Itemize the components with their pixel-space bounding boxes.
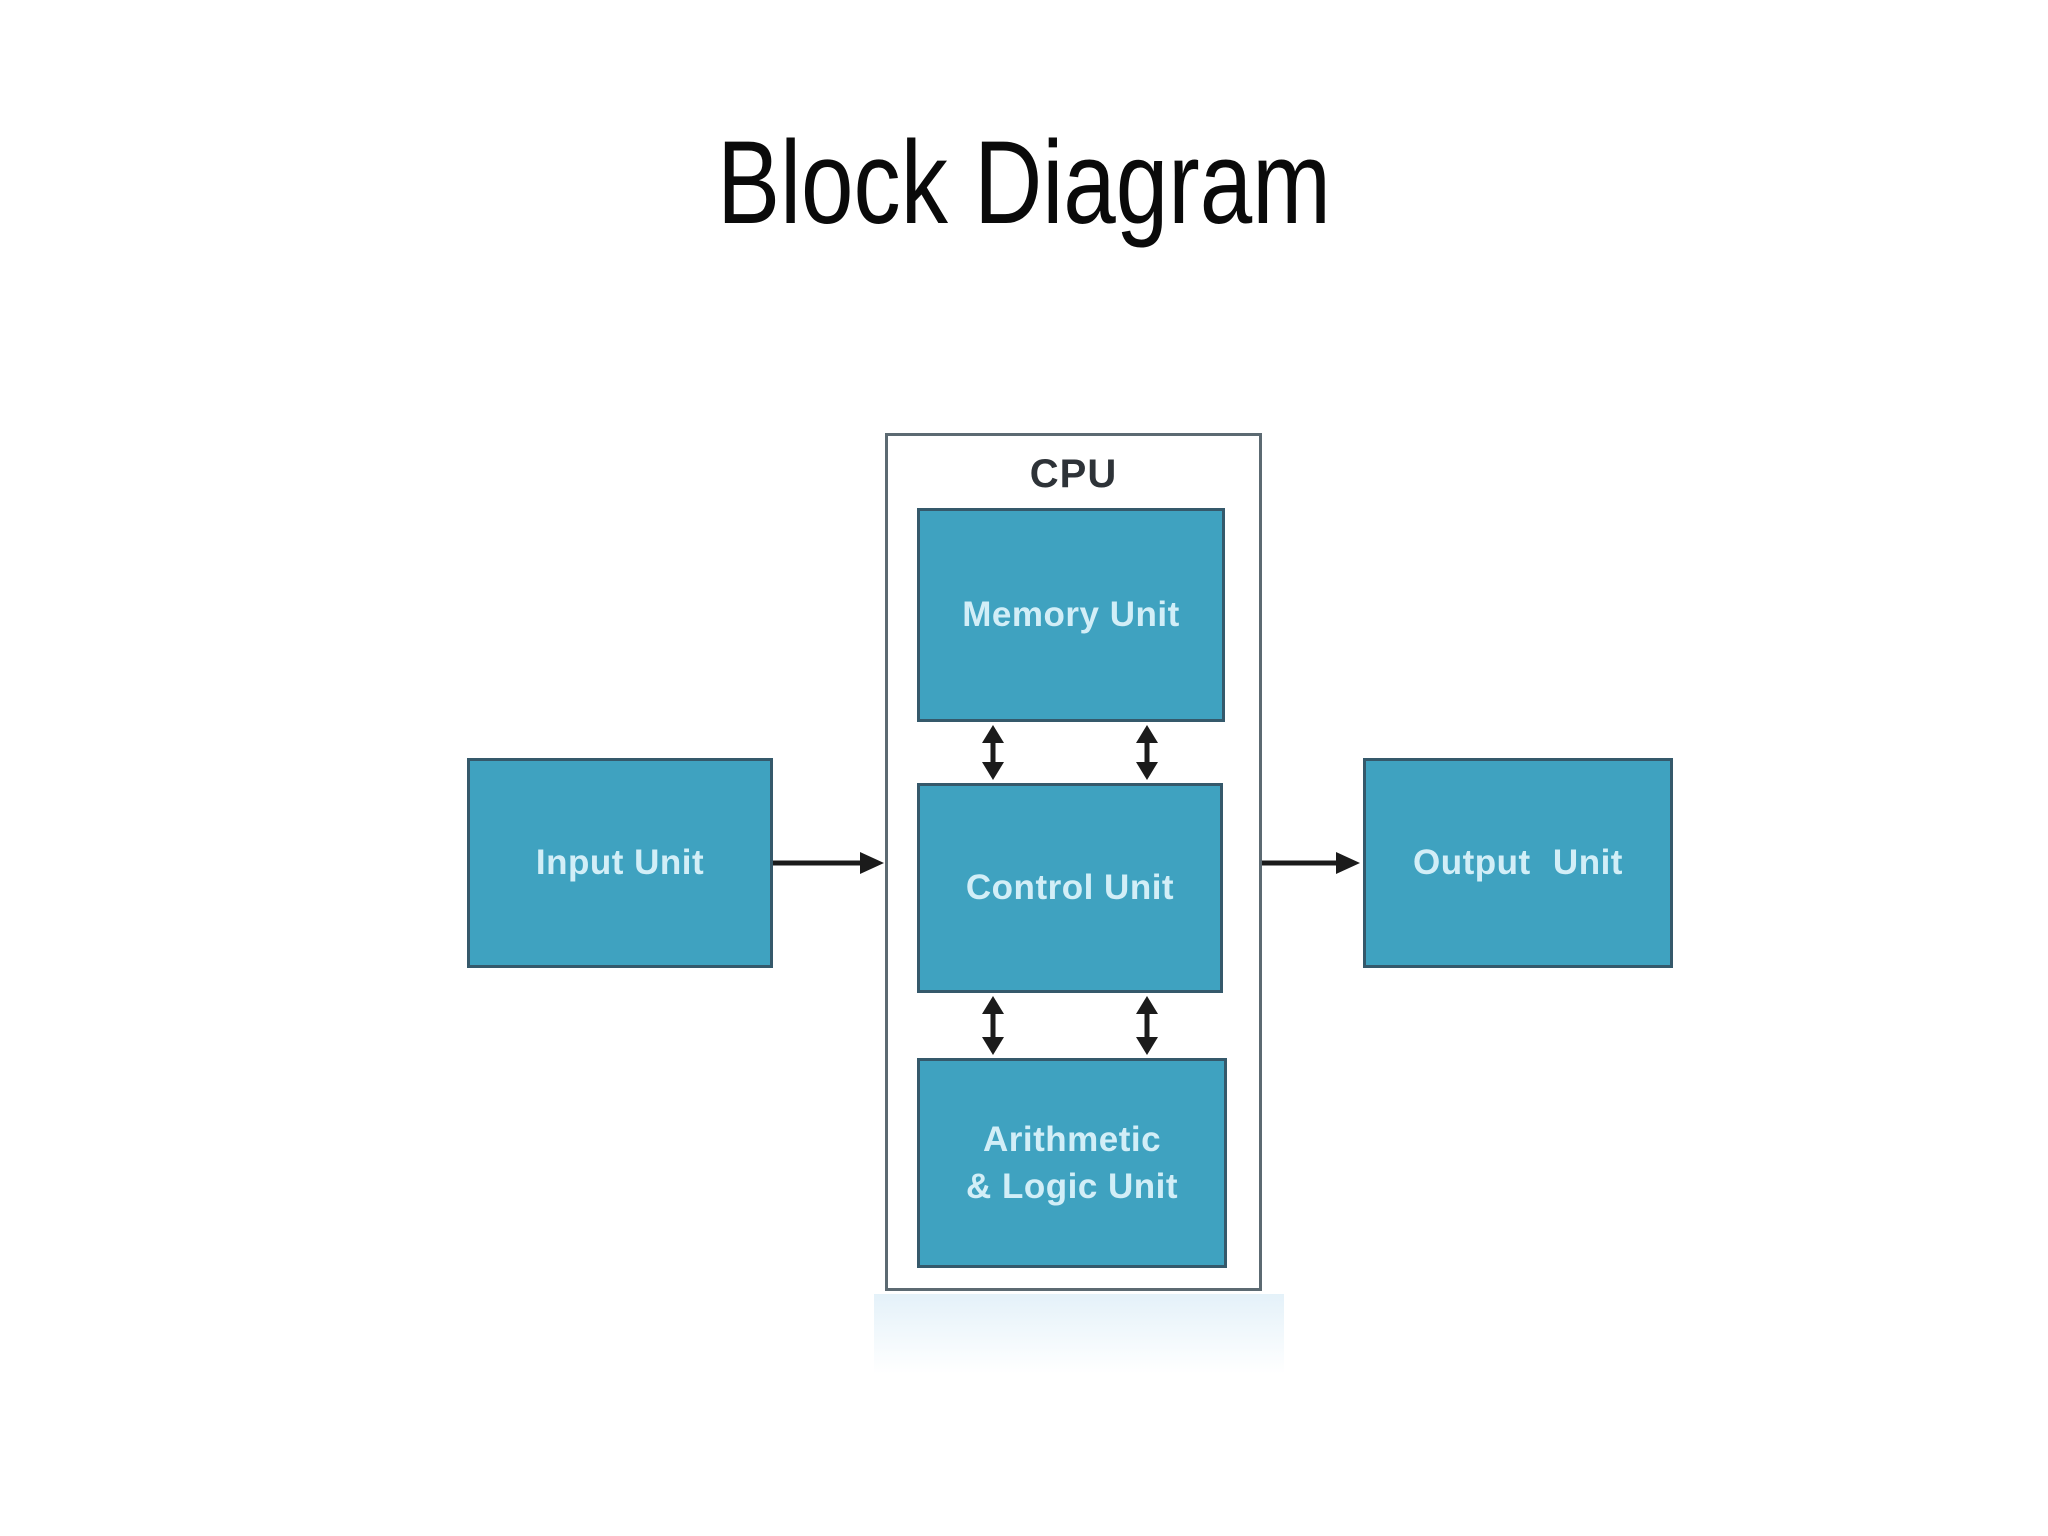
arrow-cpu-to-output-icon xyxy=(1262,852,1360,874)
cpu-label: CPU xyxy=(1029,452,1118,496)
memory-unit-label: Memory Unit xyxy=(962,595,1180,635)
output-unit-label: Output Unit xyxy=(1413,843,1623,883)
alu-label-line1: Arithmetic xyxy=(982,1119,1162,1159)
input-unit-block: Input Unit xyxy=(467,758,773,968)
control-unit-label: Control Unit xyxy=(965,868,1175,908)
bottom-glow-artifact xyxy=(874,1294,1284,1374)
output-unit-block: Output Unit xyxy=(1363,758,1673,968)
arithmetic-logic-unit-block: Arithmetic & Logic Unit xyxy=(917,1058,1227,1268)
control-unit-block: Control Unit xyxy=(917,783,1223,993)
alu-label-line2: & Logic Unit xyxy=(965,1167,1179,1206)
memory-unit-block: Memory Unit xyxy=(917,508,1225,722)
input-unit-label: Input Unit xyxy=(535,843,705,883)
page-title: Block Diagram xyxy=(717,117,1331,249)
arrow-input-to-cpu-icon xyxy=(773,852,884,874)
